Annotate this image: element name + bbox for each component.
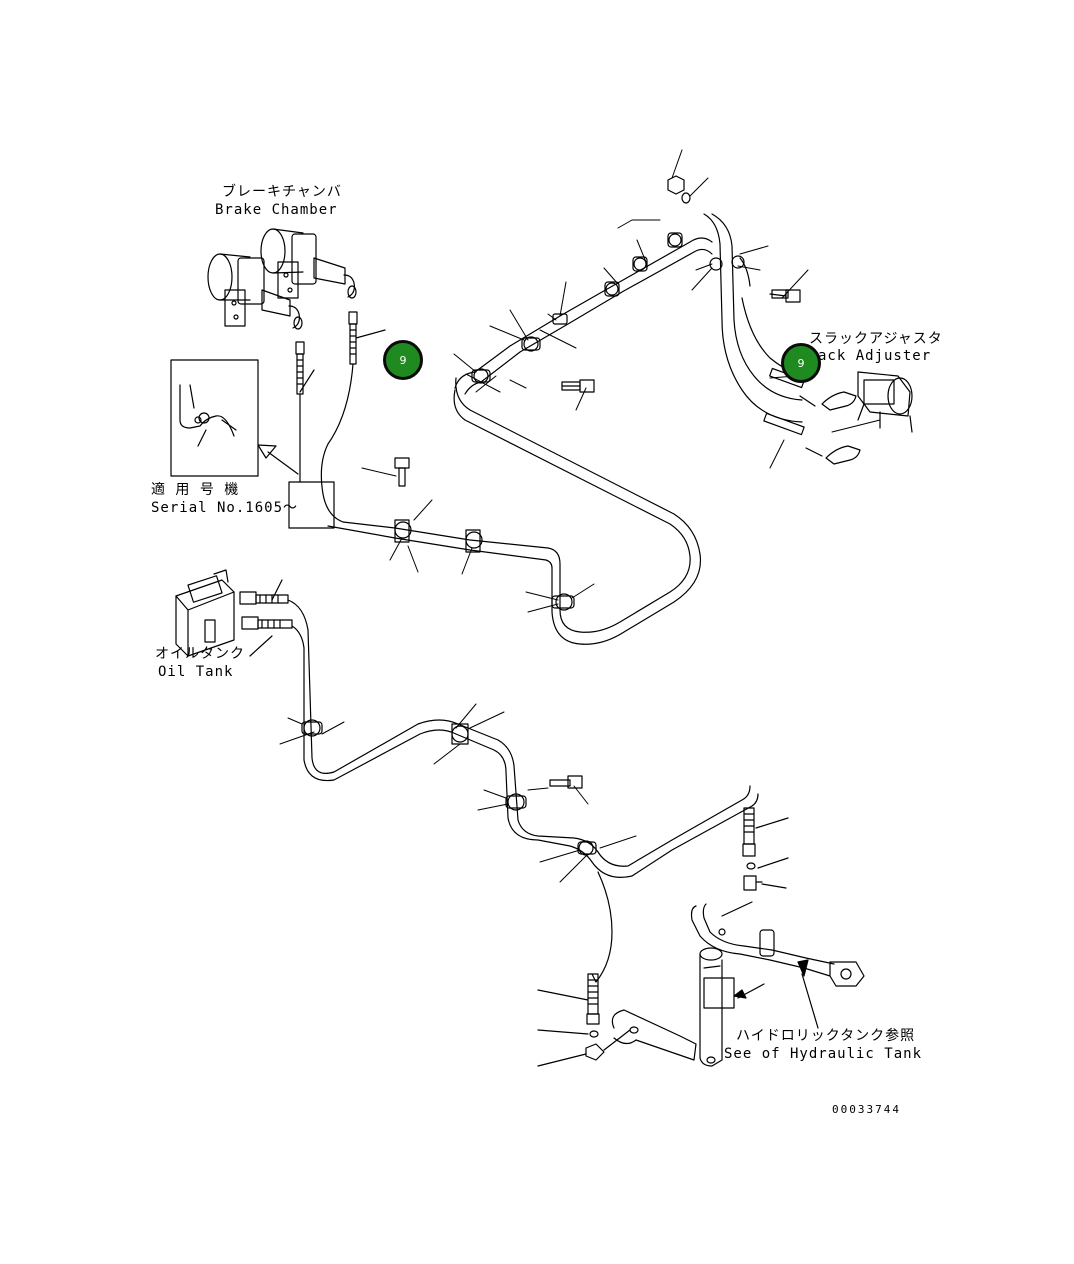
bolts-upper [394,175,801,487]
brake-chamber-left [207,253,303,330]
hydraulic-tank-label-jp: ハイドロリックタンク参照 [736,1028,916,1044]
reference-box [288,481,335,529]
upper-hose-route [299,213,803,645]
oil-tank-fittings [239,579,293,657]
applicable-machines-label: 適 用 号 機 [151,482,240,498]
leader-lines-upper [361,149,881,613]
detail-inset [170,359,259,477]
hydraulic-tank-pipe [611,901,865,1067]
clamp-group-upper [394,232,745,611]
oil-tank-label-jp: オイルタンク [155,646,245,662]
brake-chamber-label-en: Brake Chamber [215,202,338,218]
lower-left-fittings [537,973,631,1067]
hydraulic-tank-label-en: See of Hydraulic Tank [724,1046,923,1062]
lower-right-fittings [742,807,789,891]
part-callout-brake-hose[interactable]: 9 [383,340,423,380]
slack-adjuster-fittings [763,367,861,465]
slack-adjuster [857,371,913,433]
brake-chamber-label-jp: ブレーキチャンバ [222,184,342,200]
brake-fitting-right [348,311,358,365]
brake-fitting-left [295,341,305,395]
serial-number-label: Serial No.1605～ [151,500,299,516]
brake-chamber-right [260,228,357,299]
lower-hose-route [287,599,759,983]
inset-arrow [257,444,299,475]
oil-tank-label-en: Oil Tank [158,664,234,680]
part-callout-slack-adjuster-hose[interactable]: 9 [781,343,821,383]
slack-adjuster-label-jp: スラックアジャスタ [809,331,943,347]
clamp-group-lower [301,719,597,856]
slack-adjuster-label-en: ack Adjuster [818,348,932,364]
drawing-number: 00033744 [832,1103,901,1116]
oil-tank [175,569,235,657]
leader-lines-lower [279,703,637,883]
